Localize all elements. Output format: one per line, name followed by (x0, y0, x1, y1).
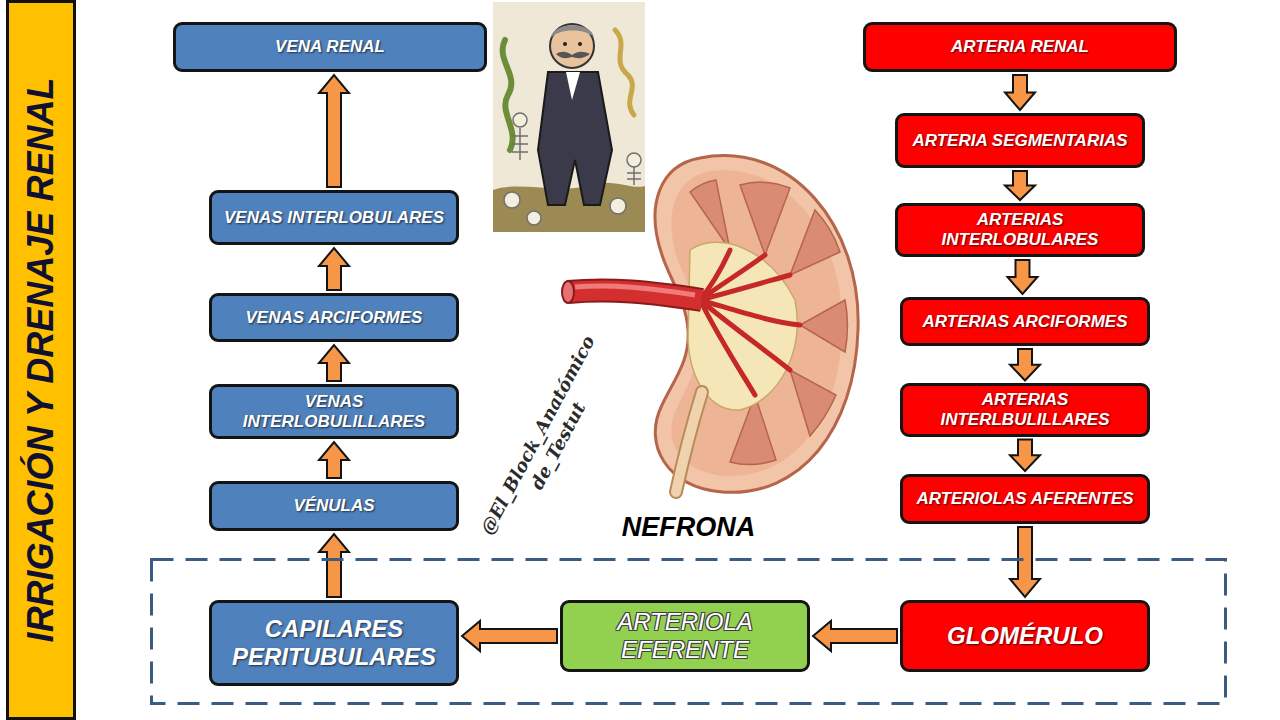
flow-arrow (319, 248, 349, 290)
branch (700, 250, 730, 300)
ureter (676, 392, 702, 492)
dashed-border (152, 560, 1226, 704)
pyramid (790, 210, 840, 275)
cartoon-eye (563, 42, 567, 46)
branch (700, 300, 790, 370)
flow-arrow (1005, 75, 1035, 110)
flow-arrow (319, 534, 349, 597)
cartoon-skeletons (504, 113, 641, 225)
flow-arrow (1010, 440, 1040, 471)
flow-arrow (1010, 527, 1040, 597)
artery-box: ARTERIAS INTERLBULILLARES (900, 383, 1150, 436)
artery-cut-end (562, 281, 574, 303)
cartoon-ground (493, 2, 645, 232)
renal-artery-highlight (575, 286, 695, 295)
vein-box: VENAS INTERLOBULARES (209, 190, 459, 245)
box-label: ARTERIAS INTERLBULILLARES (911, 390, 1139, 429)
pyramid (800, 300, 848, 352)
cartoon-hair (551, 25, 594, 38)
cartoon-head (550, 24, 594, 68)
flow-arrow (319, 345, 349, 381)
artery-box: ARTERIAS ARCIFORMES (900, 297, 1150, 346)
box-label: ARTERIOLAS AFERENTES (911, 489, 1139, 509)
flow-arrow (462, 621, 557, 651)
ribs (512, 128, 528, 160)
cartoon-body (538, 72, 612, 205)
box-label: ARTERIAS INTERLOBULARES (906, 210, 1134, 249)
box-label: ARTERIA SEGMENTARIAS (906, 131, 1134, 151)
watermark: @El_Block_Anatómico de_Testut (474, 327, 623, 553)
ribs (627, 167, 641, 185)
flow-arrow (1005, 171, 1035, 200)
box-label: ARTERIOLA EFERENTE (571, 608, 799, 663)
box-label: GLOMÉRULO (911, 622, 1139, 650)
vein-box: VÉNULAS (209, 481, 459, 531)
cartoon-eye (578, 42, 582, 46)
vein-box: VENA RENAL (173, 22, 487, 72)
artery-box: ARTERIA RENAL (863, 22, 1177, 72)
pyramid (740, 182, 790, 255)
skull (627, 153, 641, 167)
artery-branches (700, 250, 800, 395)
box-label: VÉNULAS (220, 496, 448, 516)
cartoon-illustration (493, 2, 645, 232)
flow-arrow (813, 621, 897, 651)
flow-arrow (319, 442, 349, 478)
box-label: VENAS INTERLOBULARES (220, 208, 448, 228)
box-label: VENAS INTERLOBULILLARES (220, 392, 448, 431)
cartoon-snake (503, 40, 513, 150)
ureter-outline (676, 392, 702, 492)
flow-arrow (319, 75, 349, 187)
flow-arrow (1010, 349, 1040, 380)
kidney-illustration (562, 156, 858, 493)
skull (610, 198, 626, 214)
box-label: VENAS ARCIFORMES (220, 308, 448, 328)
arteriole-box: ARTERIOLAS AFERENTES (900, 474, 1150, 524)
cartoon-moustache (556, 52, 590, 58)
artery-box: ARTERIAS INTERLOBULARES (895, 203, 1145, 257)
pyramid (690, 180, 730, 250)
vein-box: VENAS ARCIFORMES (209, 293, 459, 342)
artery-box: ARTERIA SEGMENTARIAS (895, 113, 1145, 168)
box-label: ARTERIAS ARCIFORMES (911, 312, 1139, 332)
flow-arrow (1008, 260, 1038, 294)
title: IRRIGACIÓN Y DRENAJE RENAL (20, 78, 62, 643)
renal-sinus (688, 242, 797, 410)
skull (527, 211, 541, 225)
skull (513, 113, 527, 127)
box-label: CAPILARES PERITUBULARES (220, 615, 448, 670)
nephron-region: NEFRONACAPILARES PERITUBULARESARTERIOLA … (150, 558, 1227, 705)
arteriole-box: ARTERIOLA EFERENTE (560, 600, 810, 672)
region-heading: NEFRONA (150, 512, 1227, 543)
box-label: VENA RENAL (184, 37, 476, 57)
kidney-outline (655, 156, 858, 493)
capillary-box: CAPILARES PERITUBULARES (209, 600, 459, 686)
vein-box: VENAS INTERLOBULILLARES (209, 384, 459, 439)
branch (700, 300, 755, 395)
pyramid (790, 370, 836, 436)
skull (504, 192, 520, 208)
box-label: ARTERIA RENAL (874, 37, 1166, 57)
title-band: IRRIGACIÓN Y DRENAJE RENAL (6, 0, 76, 720)
cartoon-snake (615, 30, 634, 115)
glomerulus-box: GLOMÉRULO (900, 600, 1150, 672)
cartoon-collar (566, 72, 580, 100)
